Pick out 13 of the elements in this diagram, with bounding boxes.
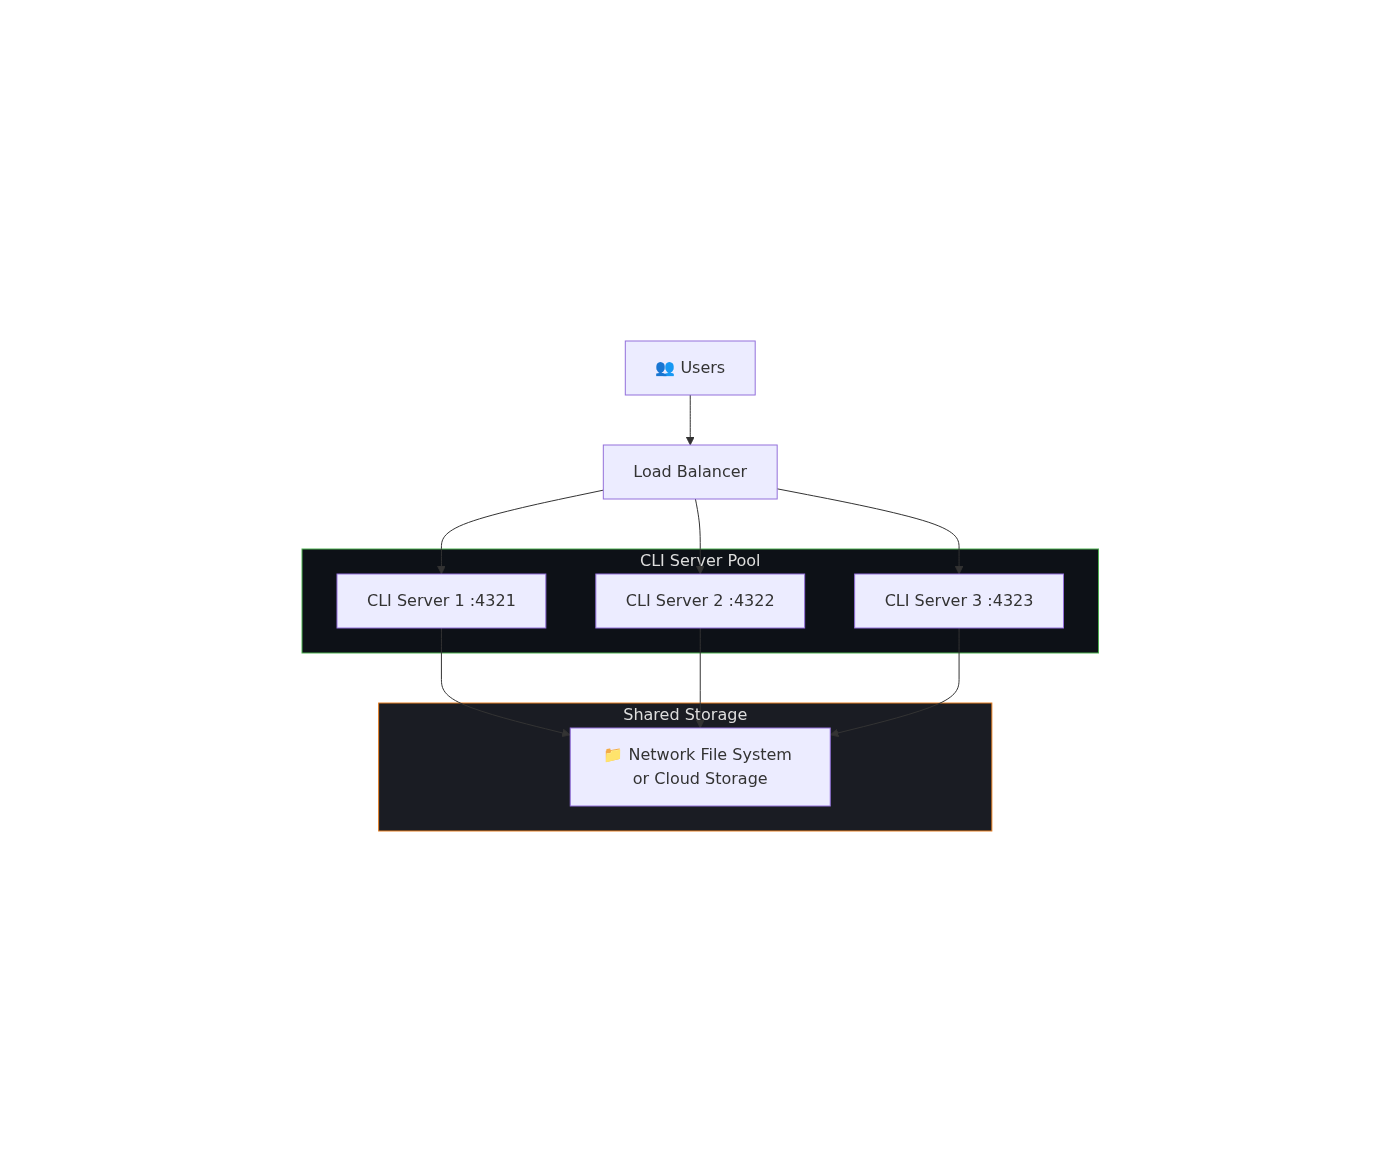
arrow	[694, 498, 705, 575]
node-box: CLI Server 3 :4323	[853, 573, 1064, 629]
node-box: CLI Server 2 :4322	[595, 573, 805, 629]
arrow	[440, 627, 571, 738]
node-box: Load Balancer	[602, 444, 778, 500]
arrow	[776, 488, 964, 575]
node-box: 👥 Users	[624, 340, 756, 396]
arrow	[829, 627, 960, 738]
arrow	[436, 489, 604, 575]
arrow	[685, 394, 695, 446]
arrow	[695, 627, 705, 729]
node-box: CLI Server 1 :4321	[336, 573, 547, 629]
node-box: 📁 Network File System or Cloud Storage	[569, 727, 831, 807]
